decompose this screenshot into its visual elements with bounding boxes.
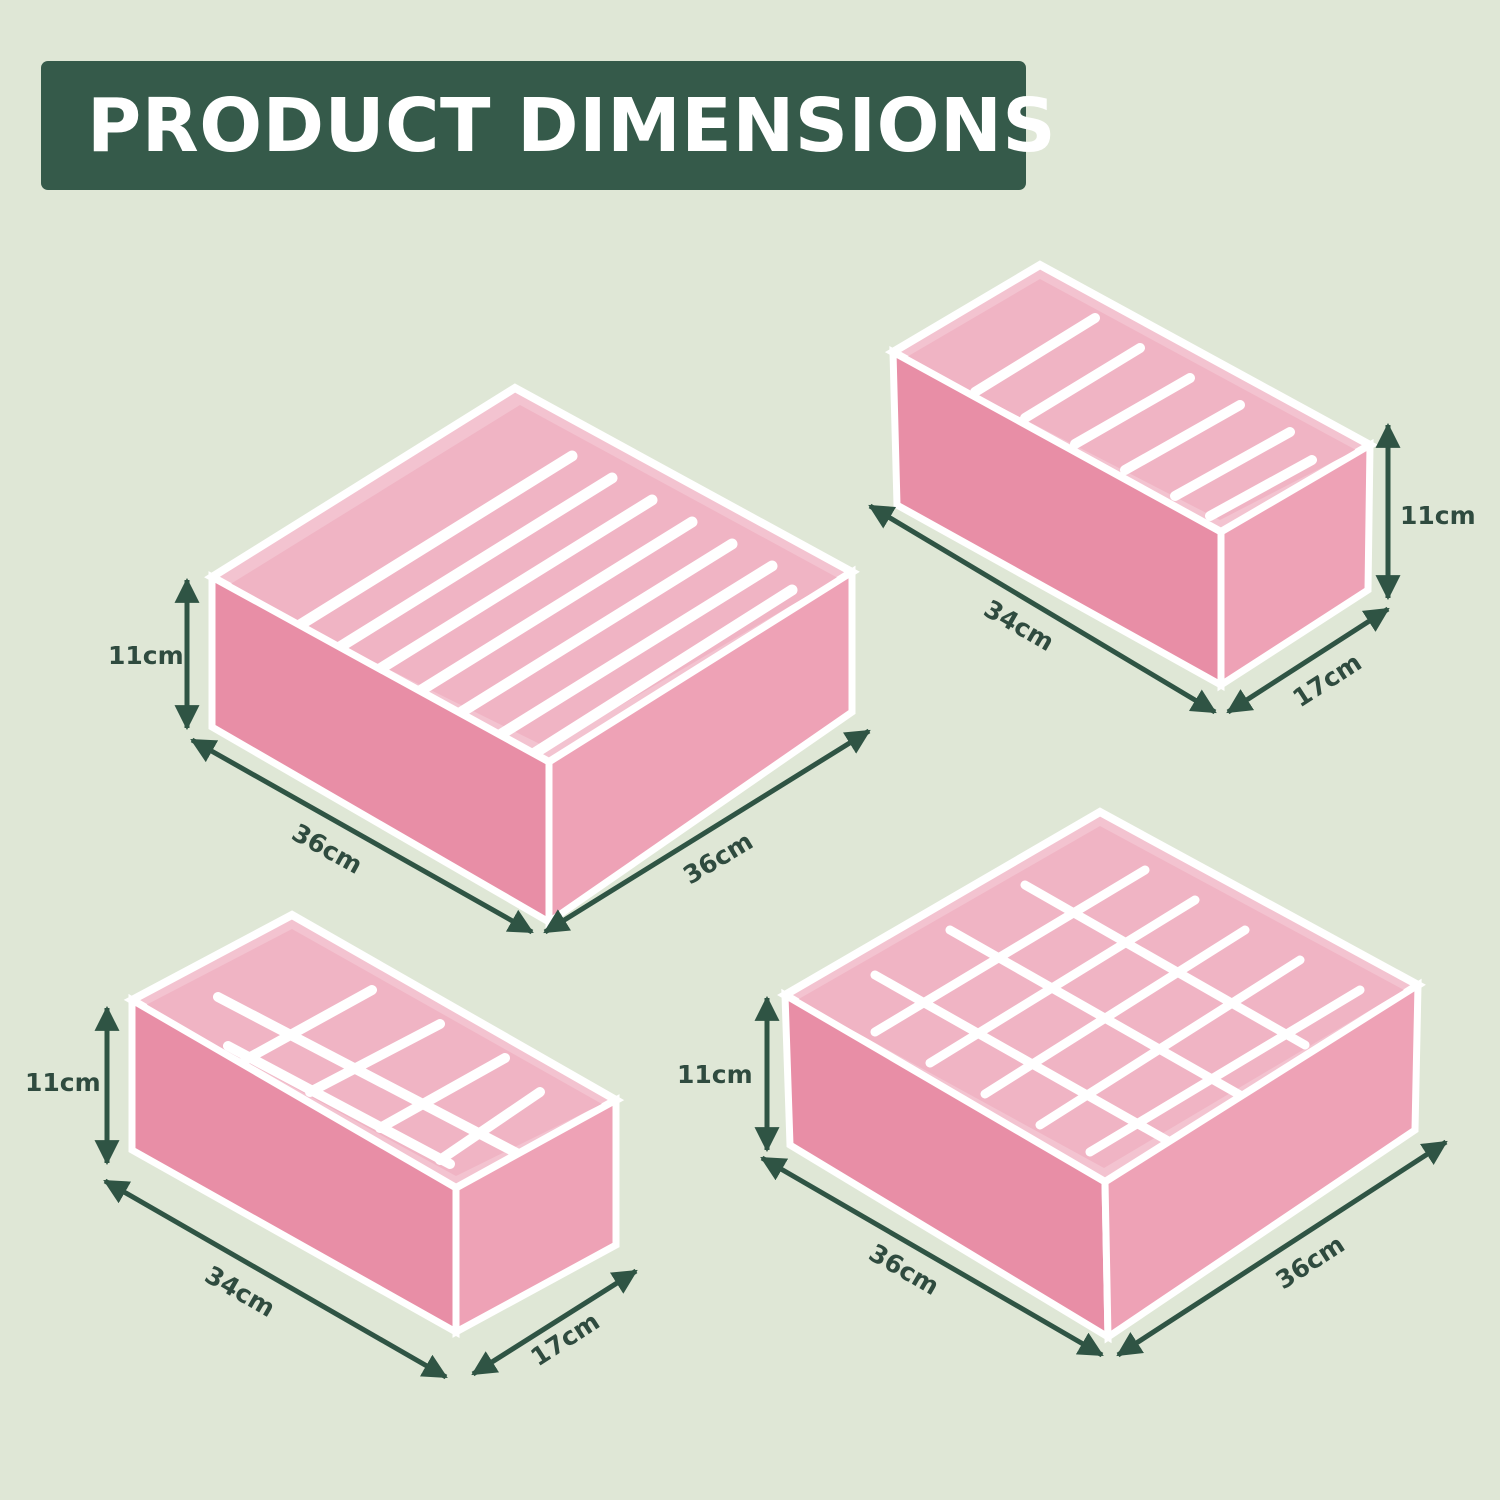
title-banner: PRODUCT DIMENSIONS	[41, 61, 1056, 190]
depth-label: 36cm	[678, 826, 758, 890]
depth-label: 36cm	[1270, 1229, 1349, 1295]
height-label: 11cm	[25, 1068, 101, 1097]
height-label: 11cm	[108, 641, 184, 670]
depth-label: 17cm	[1287, 647, 1366, 713]
organizer-6-compartment	[884, 260, 1379, 692]
page-title: PRODUCT DIMENSIONS	[87, 82, 1057, 169]
width-label: 36cm	[864, 1238, 944, 1301]
width-label: 34cm	[200, 1260, 280, 1323]
width-label: 36cm	[287, 818, 367, 880]
dimension-arrow	[1116, 1139, 1448, 1358]
dimension-arrow	[868, 503, 1217, 715]
organizer-8-compartment	[123, 910, 625, 1338]
dimension-arrow	[543, 728, 871, 935]
dimension-arrow	[760, 1155, 1104, 1358]
height-label: 11cm	[1400, 501, 1476, 530]
height-label: 11cm	[677, 1060, 753, 1089]
dimension-arrow	[103, 1178, 448, 1380]
dimension-arrow	[190, 737, 534, 935]
dimension-arrow	[471, 1268, 638, 1377]
width-label: 34cm	[979, 594, 1059, 657]
dimension-arrow	[1226, 606, 1390, 715]
